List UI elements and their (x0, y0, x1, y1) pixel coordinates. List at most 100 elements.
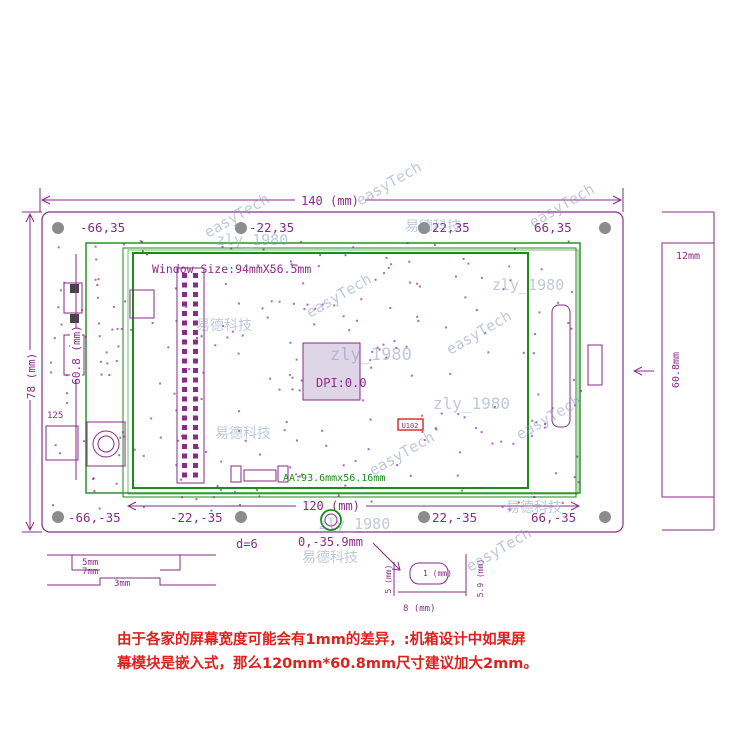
header-pin (193, 387, 198, 392)
header-pin (193, 472, 198, 478)
smd-dot (348, 329, 351, 332)
header-pin (193, 406, 198, 411)
coord-bottom-left: -66,-35 (68, 510, 121, 525)
smd-dot (288, 373, 291, 376)
smd-dot (266, 316, 269, 319)
smd-dot (509, 279, 512, 282)
smd-dot (182, 380, 185, 383)
smd-dot (130, 328, 133, 331)
d6-label: d=6 (236, 537, 258, 551)
smd-dot (374, 278, 377, 281)
smd-dot (84, 336, 87, 338)
smd-dot (508, 265, 511, 268)
smd-dot (371, 350, 374, 353)
header-pin (182, 425, 187, 430)
smd-dot (406, 242, 409, 245)
smd-dot (200, 398, 203, 401)
smd-dot (534, 333, 537, 335)
watermark-easytech: easyTech (366, 428, 438, 480)
smd-dot (50, 361, 52, 364)
smd-dot (269, 377, 272, 380)
smd-dot (576, 455, 579, 458)
component-dots (50, 240, 583, 512)
header-pin (182, 368, 187, 373)
smd-dot (291, 388, 294, 391)
hole-8mm-label: 8 (mm) (403, 604, 436, 614)
center-bottom-hole (320, 509, 342, 531)
smd-dot (142, 454, 145, 457)
smd-dot (289, 466, 292, 469)
smd-dot (124, 300, 127, 303)
smd-dot (112, 305, 115, 308)
smd-dot (389, 307, 392, 309)
smd-dot (195, 498, 198, 501)
smd-dot (530, 434, 533, 437)
smd-dot (176, 439, 179, 442)
smd-dot (202, 371, 205, 374)
smd-dot (196, 337, 198, 339)
smd-dot (105, 351, 108, 354)
smd-dot (457, 412, 460, 415)
smd-dot (66, 402, 69, 405)
header-pin (193, 311, 198, 316)
smd-dot (298, 475, 301, 478)
smd-dot (175, 319, 178, 322)
smd-dot (285, 421, 288, 423)
header-pin (182, 406, 187, 411)
smd-dot (333, 304, 336, 307)
header-pins (182, 273, 198, 478)
smd-dot (393, 340, 396, 343)
smd-dot (418, 285, 421, 288)
smd-dot (522, 351, 525, 354)
offset-label: 0,-35.9mm (298, 535, 363, 549)
header-pin (193, 292, 198, 297)
smd-dot (93, 490, 96, 493)
smd-dot (117, 345, 120, 348)
smd-dot (543, 426, 546, 429)
smd-dot (555, 472, 558, 475)
smd-dot (567, 322, 570, 324)
smd-dot (302, 282, 305, 285)
smd-dot (445, 326, 448, 329)
smd-dot (479, 487, 482, 489)
smd-dot (480, 276, 483, 279)
smd-dot (533, 496, 536, 498)
header-pin (193, 415, 198, 421)
smd-dot (493, 405, 496, 408)
smd-dot (574, 404, 577, 407)
smd-dot (517, 501, 520, 504)
smd-dot (115, 482, 118, 485)
header-pin (193, 425, 198, 430)
smd-dot (234, 491, 237, 494)
header-pin (193, 444, 198, 449)
smd-dot (139, 240, 142, 243)
smd-dot (532, 352, 535, 355)
smd-dot (416, 315, 419, 318)
smd-dot (270, 300, 273, 303)
ic-label: U102 (402, 422, 419, 430)
smd-dot (580, 389, 583, 392)
watermark-zly: zly_1980 (492, 276, 564, 294)
main-ic (302, 342, 361, 401)
window-size-label: Window Size:94mmX56.5mm (152, 262, 311, 276)
smd-dot (409, 474, 412, 477)
smd-dot (108, 374, 111, 376)
smd-dot (354, 460, 357, 462)
header-pin (182, 292, 187, 297)
inner-height-label: 60.8 (mm) (70, 325, 83, 385)
smd-dot (200, 335, 203, 338)
coord-top-right-inner: 22,35 (432, 220, 470, 235)
smd-dot (295, 264, 298, 267)
smd-dot (106, 362, 109, 365)
header-pin (182, 339, 187, 345)
smd-dot (295, 473, 298, 476)
bracket-5mm-label: 5mm (82, 558, 98, 568)
smd-dot (222, 325, 225, 327)
smd-dot (57, 246, 60, 249)
smd-dot (57, 306, 60, 309)
watermark-zly: zly_1980 (318, 515, 390, 533)
header-pin (182, 311, 187, 316)
header-pin (182, 273, 187, 278)
smd-dot (174, 287, 177, 290)
